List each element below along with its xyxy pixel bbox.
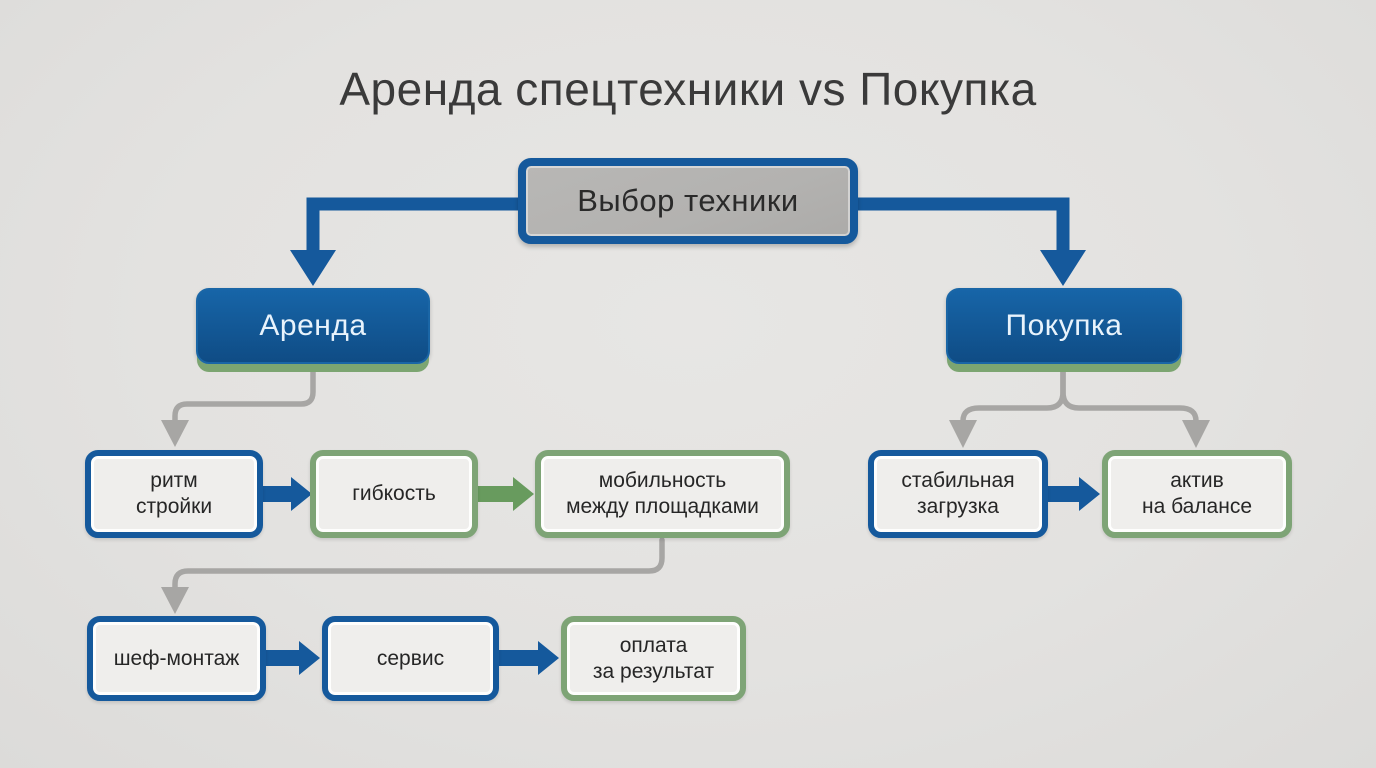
connector-root-to-buy bbox=[856, 197, 1086, 286]
connector-buy-to-load bbox=[949, 367, 1066, 448]
node-payment: оплата за результат bbox=[561, 616, 746, 701]
node-flexibility: гибкость bbox=[310, 450, 478, 538]
node-rhythm: ритм стройки bbox=[85, 450, 263, 538]
node-load: стабильная загрузка bbox=[868, 450, 1048, 538]
node-asset: актив на балансе bbox=[1102, 450, 1292, 538]
node-rent: Аренда bbox=[196, 288, 430, 364]
arrow-right-icon bbox=[499, 641, 559, 675]
arrow-right-icon bbox=[263, 477, 312, 511]
connector-mobility-to-supervision bbox=[161, 537, 665, 614]
node-supervision-label: шеф-монтаж bbox=[113, 646, 240, 670]
node-mobility-label: мобильность между площадками bbox=[566, 469, 759, 518]
node-supervision: шеф-монтаж bbox=[87, 616, 266, 701]
node-buy-label: Покупка bbox=[1005, 308, 1123, 342]
arrow-right-icon bbox=[1048, 477, 1100, 511]
node-rhythm-label: ритм стройки bbox=[135, 469, 213, 518]
arrow-right-icon bbox=[266, 641, 320, 675]
node-service-label: сервис bbox=[376, 646, 445, 670]
connector-rent-to-rhythm bbox=[161, 367, 316, 447]
arrow-down-icon bbox=[161, 420, 189, 447]
node-root: Выбор техники bbox=[518, 158, 858, 244]
arrow-right-icon bbox=[478, 477, 534, 511]
connector-root-to-rent bbox=[290, 197, 520, 286]
arrow-down-icon bbox=[161, 587, 189, 614]
arrow-down-icon bbox=[949, 420, 977, 448]
page-title: Аренда спецтехники vs Покупка bbox=[339, 63, 1037, 115]
node-flexibility-label: гибкость bbox=[352, 482, 436, 506]
arrow-down-icon bbox=[1182, 420, 1210, 448]
connector-buy-to-asset bbox=[1060, 367, 1210, 448]
arrow-down-icon bbox=[290, 250, 336, 286]
node-asset-label: актив на балансе bbox=[1141, 469, 1253, 518]
node-mobility: мобильность между площадками bbox=[535, 450, 790, 538]
node-root-label: Выбор техники bbox=[577, 183, 799, 219]
node-service: сервис bbox=[322, 616, 499, 701]
node-payment-label: оплата за результат bbox=[592, 633, 715, 683]
node-buy: Покупка bbox=[946, 288, 1182, 364]
node-load-label: стабильная загрузка bbox=[901, 469, 1015, 518]
node-rent-label: Аренда bbox=[259, 308, 367, 342]
arrow-down-icon bbox=[1040, 250, 1086, 286]
